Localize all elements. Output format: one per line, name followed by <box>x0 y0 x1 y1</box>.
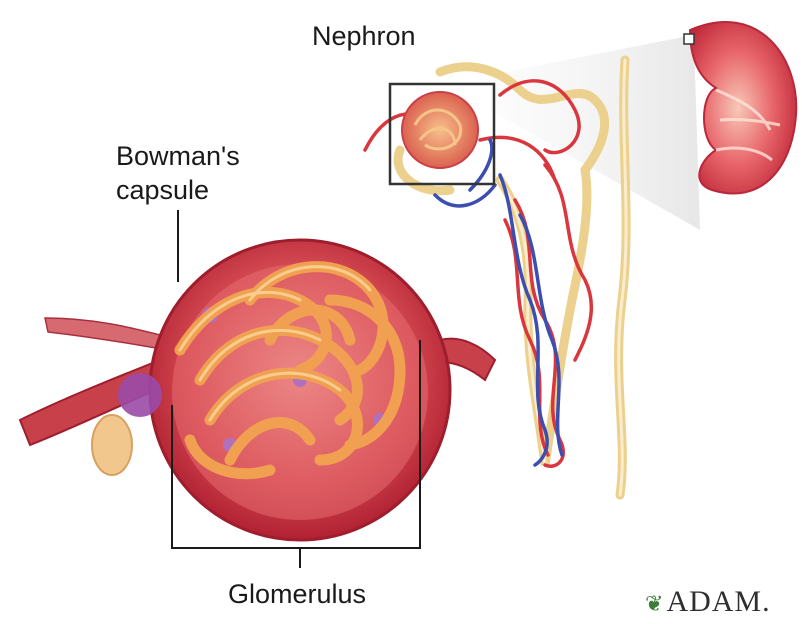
zoom-beam <box>490 36 700 230</box>
leaf-icon: ❦ <box>645 591 664 616</box>
glomerulus-label: Glomerulus <box>228 578 366 610</box>
kidney <box>684 22 796 193</box>
adam-logo: ❦ADAM. <box>645 585 771 619</box>
bowmans-capsule-label-line1: Bowman's <box>116 140 240 172</box>
nephron-glomerulus <box>402 92 478 168</box>
nephron-label: Nephron <box>312 20 416 52</box>
bowmans-capsule-label-line2: capsule <box>116 174 209 206</box>
adam-logo-text: ADAM. <box>666 585 770 618</box>
kidney-zoom-marker <box>684 34 694 44</box>
